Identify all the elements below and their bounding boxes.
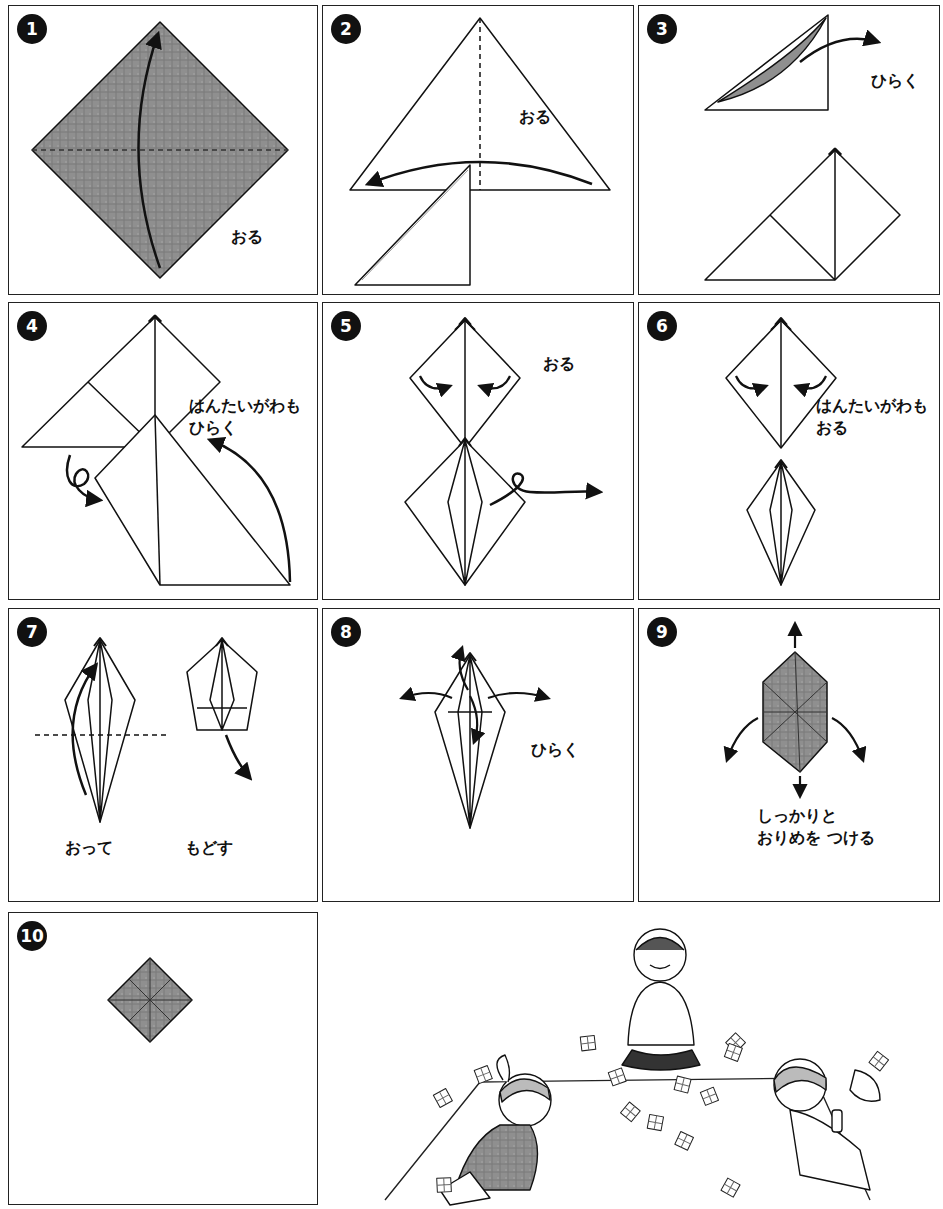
step-panel: 1 おる bbox=[8, 5, 318, 295]
step-panel: 3 ひらく bbox=[638, 5, 940, 295]
step1-figure bbox=[32, 22, 288, 278]
step-panel: 7 おって もどす bbox=[8, 608, 318, 902]
step-number: 3 bbox=[647, 14, 677, 44]
step8-figure bbox=[402, 648, 548, 828]
step-number: 4 bbox=[17, 311, 47, 341]
step-panel: 9 しっかりと おりめを つける bbox=[638, 608, 940, 902]
step-number: 7 bbox=[17, 617, 47, 647]
step-panel: 8 ひらく bbox=[322, 608, 634, 902]
instruction-text: しっかりと おりめを つける bbox=[757, 805, 902, 848]
instruction-text: おる bbox=[231, 226, 263, 248]
instruction-text: おる bbox=[543, 353, 575, 375]
step-number: 5 bbox=[331, 311, 361, 341]
step9-figure bbox=[727, 624, 863, 796]
instruction-text: ひらく bbox=[531, 739, 579, 761]
step-number: 8 bbox=[331, 617, 361, 647]
step3-figure bbox=[705, 15, 900, 280]
step-panel: 4 はんたいがわも ひらく bbox=[8, 302, 318, 600]
step-number: 6 bbox=[647, 311, 677, 341]
instruction-text: もどす bbox=[185, 837, 233, 859]
paper-pieces bbox=[433, 1033, 888, 1197]
step-panel: 2 おる bbox=[322, 5, 634, 295]
instruction-text: おる bbox=[519, 106, 551, 128]
step4-figure bbox=[22, 316, 290, 585]
step-number: 9 bbox=[647, 617, 677, 647]
step-panel: 5 おる bbox=[322, 302, 634, 600]
step-panel: 10 bbox=[8, 912, 318, 1205]
step-number: 1 bbox=[17, 14, 47, 44]
step5-figure bbox=[405, 318, 600, 585]
step-number: 10 bbox=[17, 921, 47, 951]
step-panel: 6 はんたいがわも おる bbox=[638, 302, 940, 600]
step10-figure bbox=[108, 958, 192, 1042]
children-scene bbox=[385, 929, 880, 1205]
instruction-text: おって bbox=[65, 837, 113, 859]
step7-figure bbox=[35, 638, 257, 822]
instruction-text: ひらく bbox=[871, 70, 919, 92]
instruction-text: はんたいがわも ひらく bbox=[189, 395, 307, 438]
step-number: 2 bbox=[331, 14, 361, 44]
instruction-text: はんたいがわも おる bbox=[816, 395, 934, 438]
step6-figure bbox=[726, 318, 836, 585]
step2-figure bbox=[350, 18, 610, 285]
